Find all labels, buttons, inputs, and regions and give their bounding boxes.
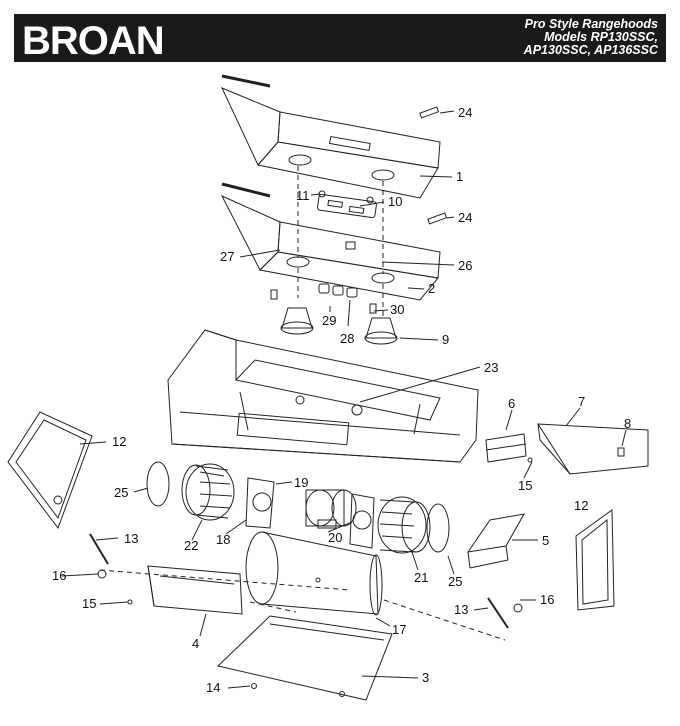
part-24-clip-lower <box>427 212 448 225</box>
part-8-clip <box>617 447 625 457</box>
brand-text: BROAN <box>22 19 164 60</box>
callout-1: 1 <box>456 169 463 184</box>
part-18-motor-plate-left <box>245 477 275 529</box>
part-12-filter-right <box>575 509 615 611</box>
callout-15-left: 15 <box>82 596 96 611</box>
part-14-screw <box>251 683 257 689</box>
callout-24-lower: 24 <box>458 210 472 225</box>
callout-13-left: 13 <box>124 531 138 546</box>
callout-26: 26 <box>458 258 472 273</box>
callout-7: 7 <box>578 394 585 409</box>
part-25-gasket-left <box>146 461 170 507</box>
part-15-screw-right <box>527 457 533 463</box>
part-12-filter-left <box>7 411 93 530</box>
part-5-mount <box>466 513 525 569</box>
callout-18: 18 <box>216 532 230 547</box>
part-17-blower-housing <box>245 531 383 616</box>
part-13-rod-left <box>89 533 109 565</box>
broan-logo: BROAN <box>22 19 165 60</box>
callout-22: 22 <box>184 538 198 553</box>
part-20-motor-plate-right <box>349 493 375 549</box>
part-30-connector-b <box>270 289 278 300</box>
callout-19: 19 <box>294 475 308 490</box>
callout-20: 20 <box>328 530 342 545</box>
part-22-blower-wheel-left <box>181 463 235 521</box>
callout-23: 23 <box>484 360 498 375</box>
callout-6: 6 <box>508 396 515 411</box>
part-16-nut-right <box>513 603 523 613</box>
callout-16-left: 16 <box>52 568 66 583</box>
part-19-motor <box>305 489 357 529</box>
part-29-switch <box>318 283 344 296</box>
part-21-blower-wheel-right <box>377 496 431 554</box>
callout-27: 27 <box>220 249 234 264</box>
callout-16-right: 16 <box>540 592 554 607</box>
header-banner: BROAN Pro Style Rangehoods Models RP130S… <box>14 14 666 62</box>
callout-12-right: 12 <box>574 498 588 513</box>
part-25-gasket-right <box>426 503 450 553</box>
callout-15-right: 15 <box>518 478 532 493</box>
callout-13-right: 13 <box>454 602 468 617</box>
callout-8: 8 <box>624 416 631 431</box>
part-2-mounting-plate <box>220 182 441 301</box>
callout-24-top: 24 <box>458 105 472 120</box>
part-10-bracket <box>317 193 377 219</box>
part-13-rod-right <box>487 597 509 629</box>
callout-2: 2 <box>428 281 435 296</box>
part-15-screw-left <box>127 599 133 605</box>
part-28-switch <box>346 287 358 298</box>
callout-25-right: 25 <box>448 574 462 589</box>
callout-numbers: 24 1 10 11 24 27 26 2 30 29 28 9 23 6 7 … <box>52 105 631 695</box>
callout-9: 9 <box>442 332 449 347</box>
part-1-top-plate <box>221 74 441 199</box>
part-7-cover <box>537 423 649 475</box>
title-line-2: Models RP130SSC, <box>544 30 658 44</box>
title-line-3: AP130SSC, AP136SSC <box>523 43 658 57</box>
alignment-lines <box>99 166 506 641</box>
callout-10: 10 <box>388 194 402 209</box>
callout-11: 11 <box>296 188 310 203</box>
model-title: Pro Style Rangehoods Models RP130SSC, AP… <box>524 18 658 57</box>
part-4-bracket <box>147 565 243 615</box>
callout-21: 21 <box>414 570 428 585</box>
part-14-screw-b <box>339 691 345 697</box>
leader-lines <box>61 110 627 689</box>
callout-12-left: 12 <box>112 434 126 449</box>
callout-17: 17 <box>392 622 406 637</box>
part-16-nut-left <box>97 569 107 579</box>
part-3-bottom-plate <box>216 615 393 701</box>
part-6-bracket <box>485 433 527 463</box>
callout-4: 4 <box>192 636 199 651</box>
callout-28: 28 <box>340 331 354 346</box>
part-9-lamp-socket <box>280 307 398 345</box>
callout-5: 5 <box>542 533 549 548</box>
hood-body <box>167 329 479 463</box>
callout-25-left: 25 <box>114 485 128 500</box>
callout-14: 14 <box>206 680 220 695</box>
part-30-connector <box>369 303 377 314</box>
callout-29: 29 <box>322 313 336 328</box>
title-line-1: Pro Style Rangehoods <box>524 17 658 31</box>
part-24-clip-top <box>419 106 440 119</box>
callout-3: 3 <box>422 670 429 685</box>
part-11-screw-b <box>366 196 374 204</box>
callout-30: 30 <box>390 302 404 317</box>
